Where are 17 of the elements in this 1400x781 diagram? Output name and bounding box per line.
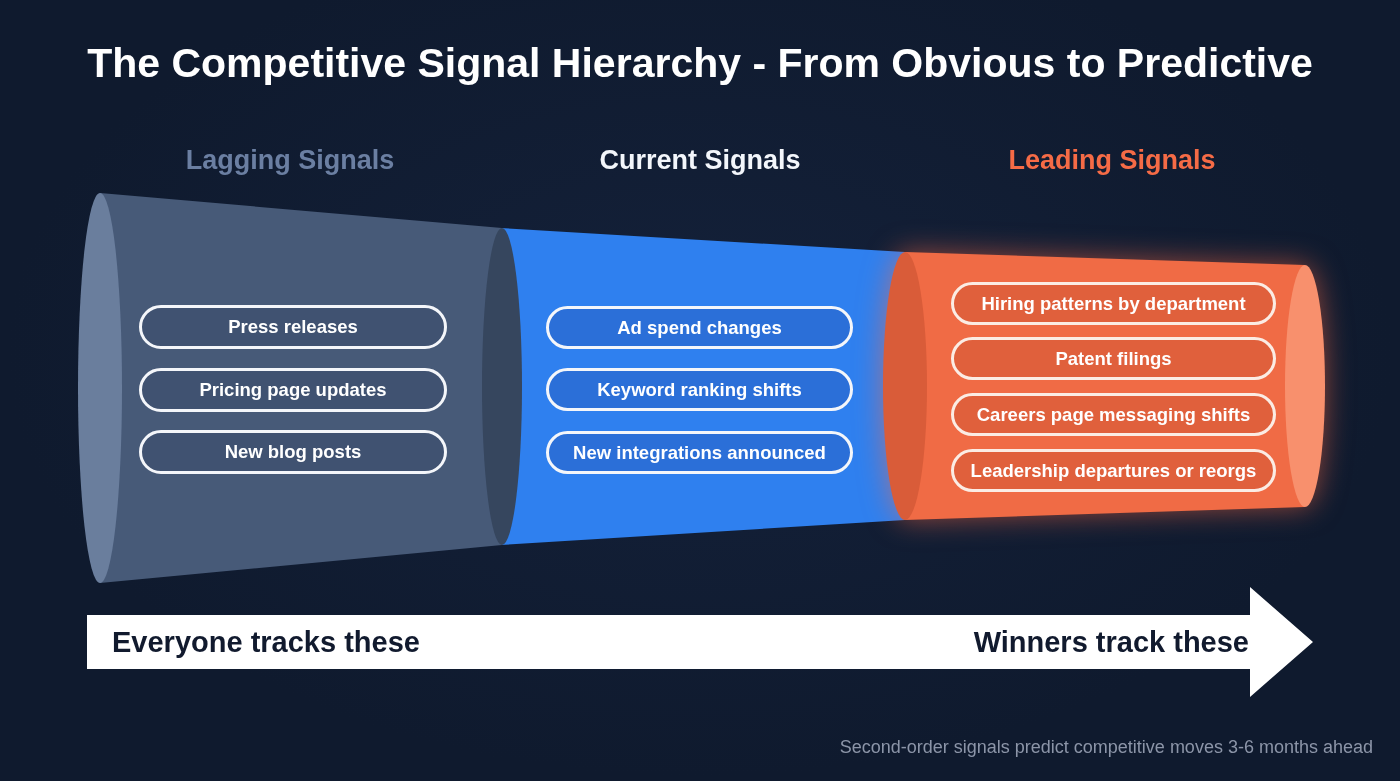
arrow-label: Everyone tracks these [112,625,420,659]
diagram-title: The Competitive Signal Hierarchy - From Obvious to Predictive [87,40,1313,87]
arrow-label: Winners track these [973,625,1249,659]
signal-pill: New blog posts [139,430,447,474]
signal-pill: Careers page messaging shifts [951,393,1276,436]
signal-pill: Ad spend changes [546,306,853,349]
signal-pill: Press releases [139,305,447,349]
footnote-caption: Second-order signals predict competitive moves 3-6 months ahead [839,736,1373,759]
signal-pill: Leadership departures or reorgs [951,449,1276,492]
signal-pill: Keyword ranking shifts [546,368,853,411]
segment-heading: Current Signals [599,144,801,177]
segment-heading: Leading Signals [1008,144,1216,177]
signal-pill: Pricing page updates [139,368,447,412]
signal-pill: New integrations announced [546,431,853,474]
signal-pill: Hiring patterns by department [951,282,1276,325]
segment-heading: Lagging Signals [185,144,395,177]
signal-pill: Patent filings [951,337,1276,380]
